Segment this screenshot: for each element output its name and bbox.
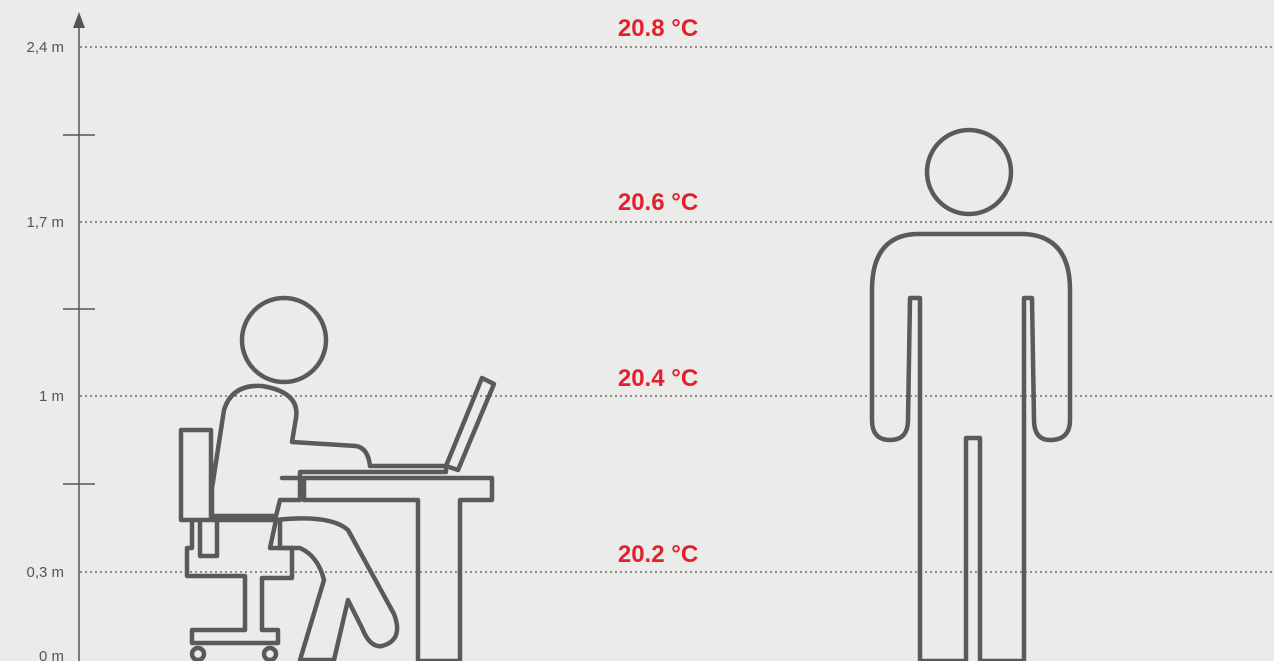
chair-wheel: [192, 648, 204, 660]
laptop-icon: [446, 378, 494, 470]
temperature-label-0-3: 20.2 °C: [618, 541, 698, 568]
height-label-0: 0 m: [39, 648, 64, 661]
level-lines: [80, 47, 1274, 572]
height-labels: 2,4 m 1,7 m 1 m 0,3 m 0 m: [26, 39, 64, 661]
desk-icon: [282, 478, 492, 661]
person-sitting-at-desk-icon: [181, 298, 494, 661]
chair-icon: [181, 430, 292, 643]
height-label-2-4: 2,4 m: [26, 39, 64, 56]
seated-torso: [212, 386, 446, 516]
temperature-label-1-7: 20.6 °C: [618, 189, 698, 216]
height-axis: [63, 26, 95, 661]
standing-body: [872, 234, 1070, 661]
temperature-label-1: 20.4 °C: [618, 365, 698, 392]
temperature-labels: 20.8 °C 20.6 °C 20.4 °C 20.2 °C: [618, 15, 698, 568]
standing-head: [927, 130, 1011, 214]
axis-arrow-icon: [73, 12, 85, 28]
height-label-1: 1 m: [39, 388, 64, 405]
height-label-0-3: 0,3 m: [26, 564, 64, 581]
seated-legs: [270, 518, 397, 660]
seated-head: [242, 298, 326, 382]
chair-wheel: [264, 648, 276, 660]
temperature-label-2-4: 20.8 °C: [618, 15, 698, 42]
height-label-1-7: 1,7 m: [26, 214, 64, 231]
